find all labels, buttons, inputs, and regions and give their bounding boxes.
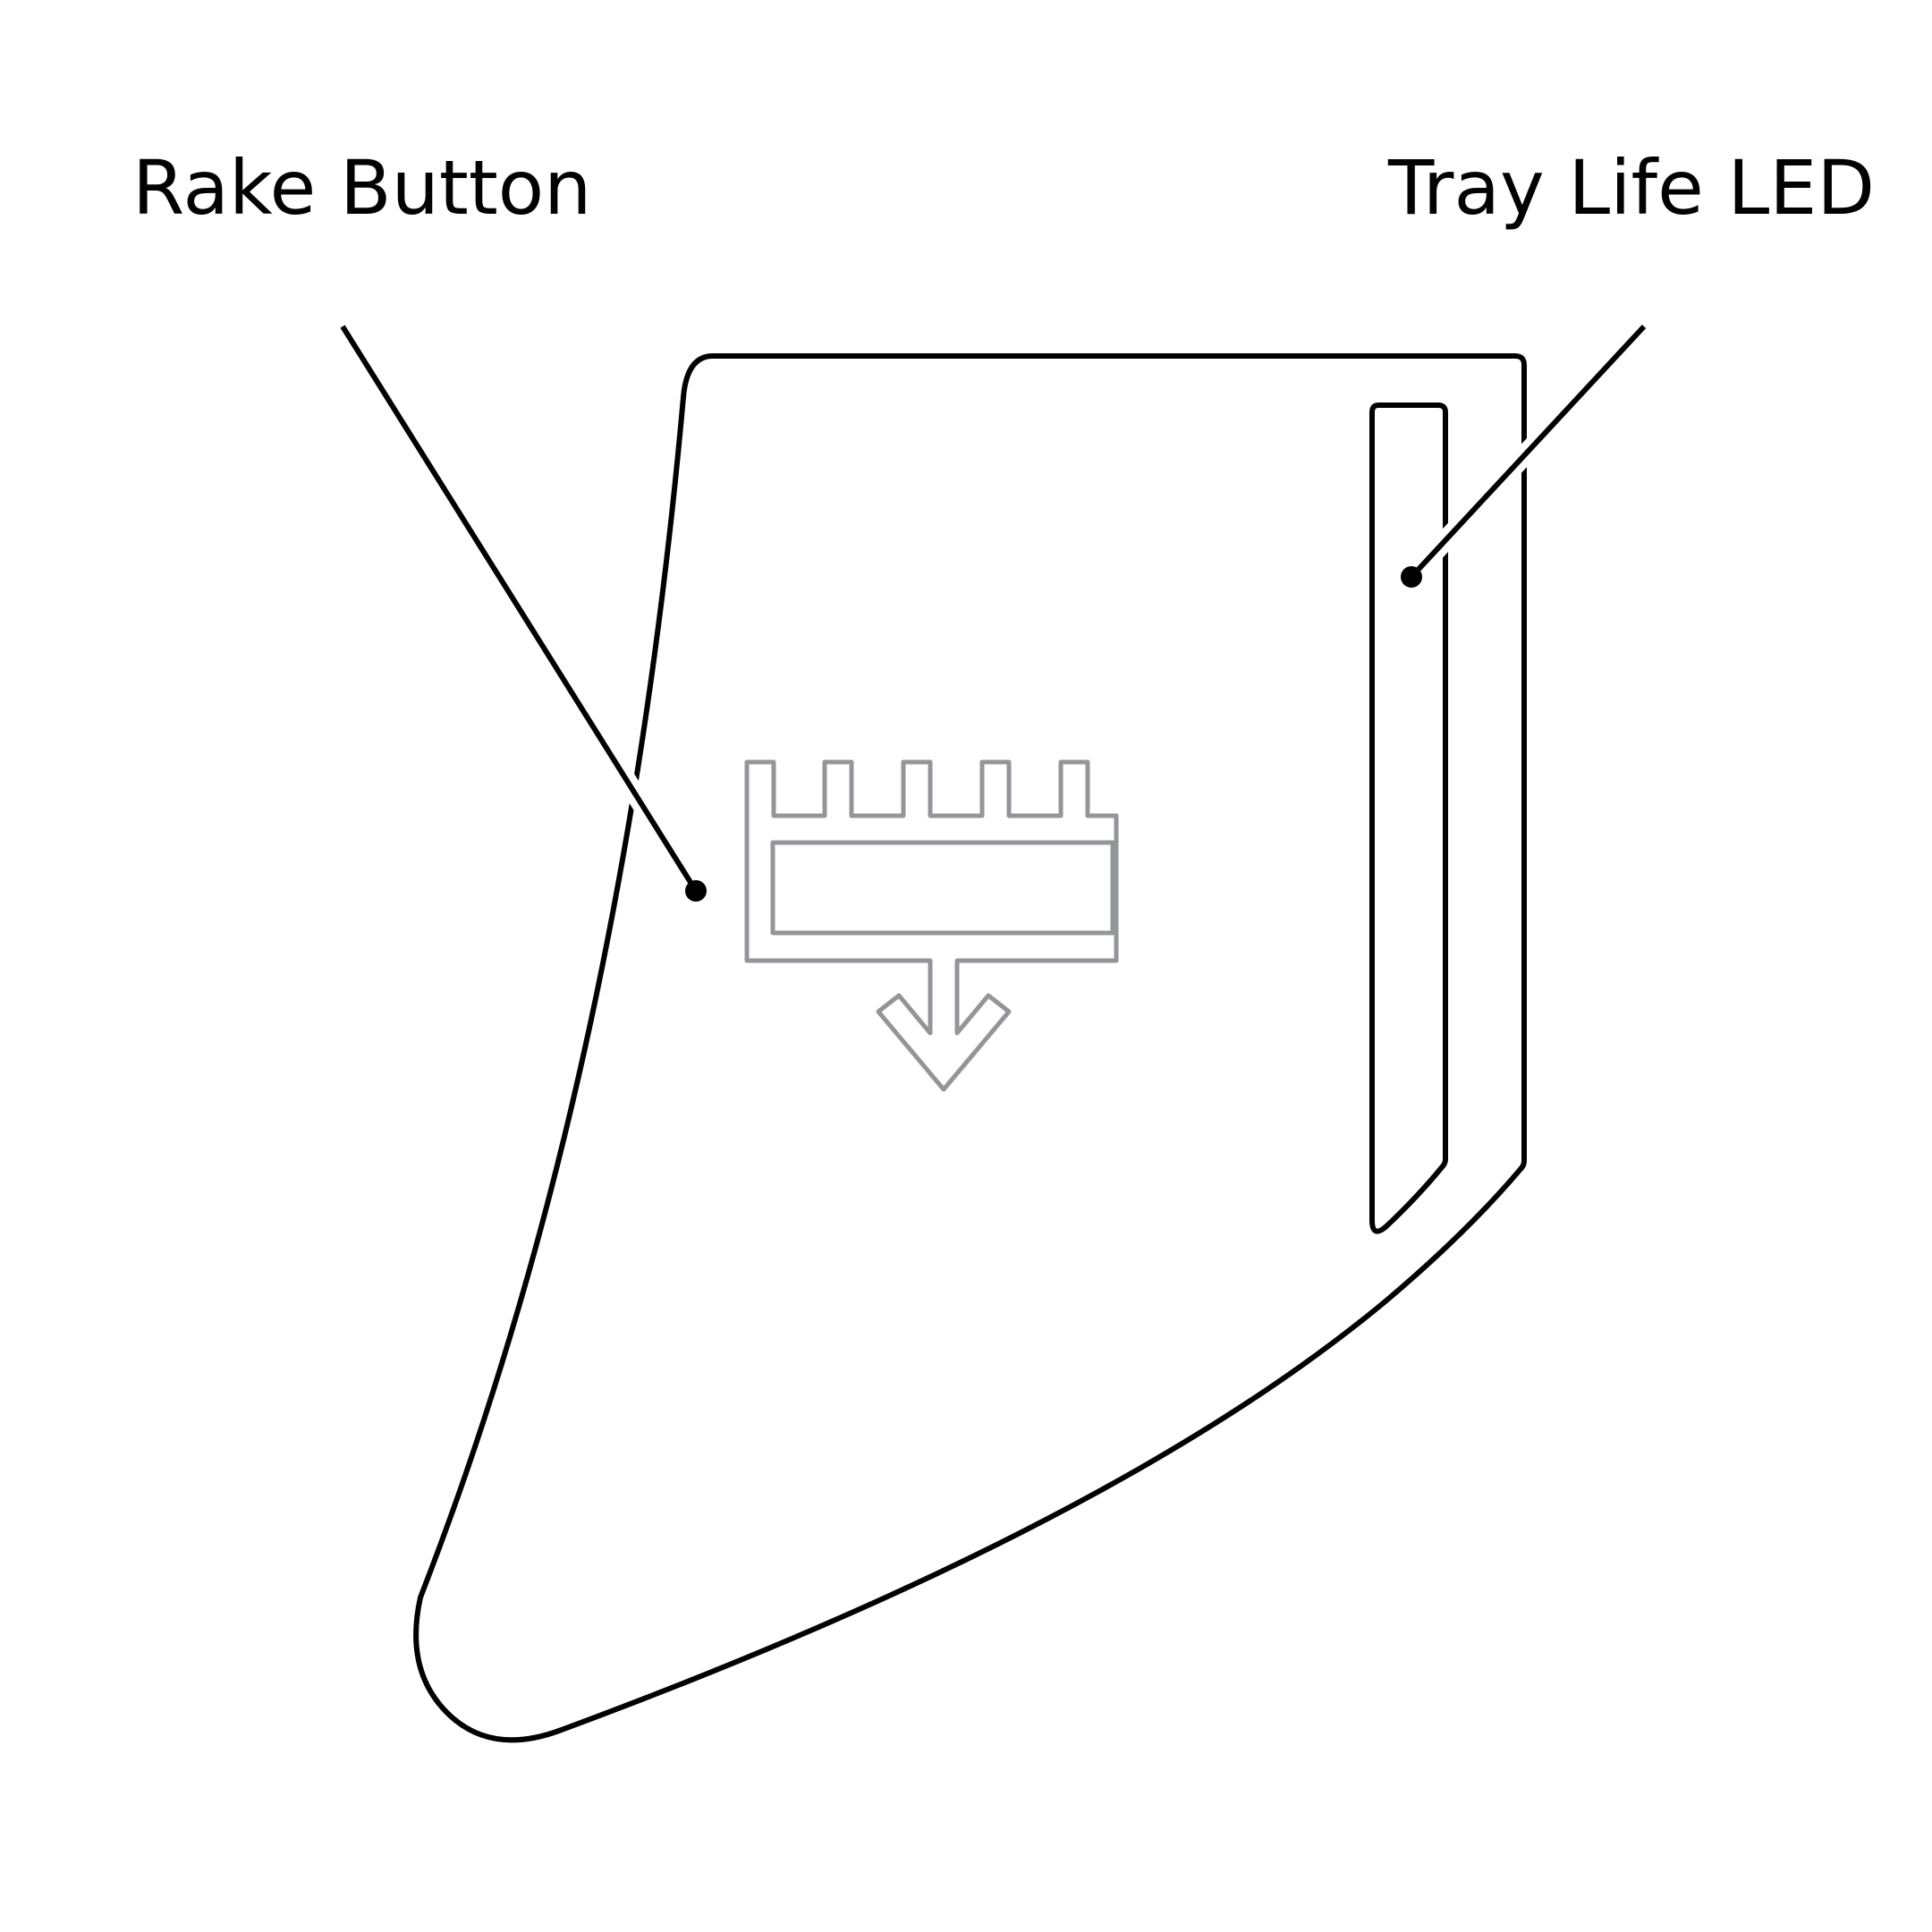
rake-bar-slot	[770, 840, 1115, 936]
tray-life-led-leader-dot	[1401, 566, 1422, 588]
device-panel-outline	[413, 353, 1527, 1743]
rake-with-down-arrow-icon	[744, 759, 1119, 1092]
rake-button-label: Rake Button	[132, 144, 592, 232]
tray-life-led-label: Tray Life LED	[1387, 144, 1875, 232]
rake-button-leader-dot	[685, 880, 707, 902]
tray-life-led-leader-line	[1409, 324, 1647, 580]
rake-button-leader-line	[340, 325, 699, 893]
rake-head-outline	[744, 759, 1119, 1092]
tray-life-led-strip	[1369, 402, 1448, 1234]
